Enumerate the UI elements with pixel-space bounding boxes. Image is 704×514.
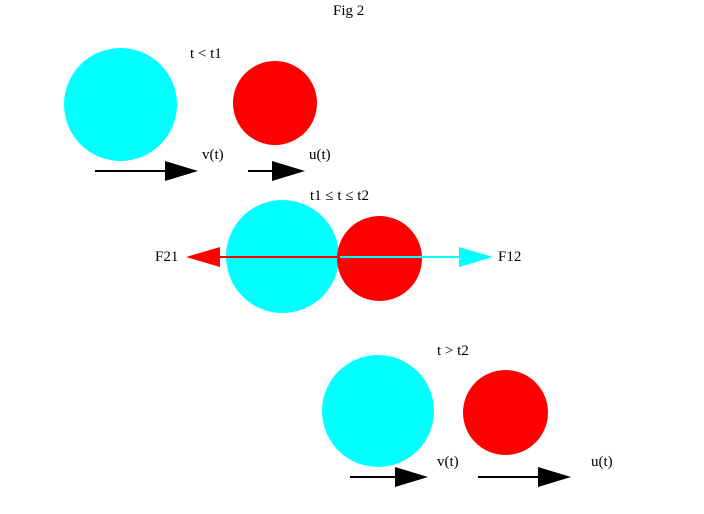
force-f12-arrowhead-icon [459, 247, 493, 267]
ball-red-during [337, 216, 422, 301]
figure-title: Fig 2 [333, 3, 365, 19]
velocity-u-arrow-line-after [478, 476, 542, 478]
ball-red-before [233, 61, 317, 145]
velocity-v-arrowhead-icon-after [395, 467, 428, 487]
ball-cyan-before [64, 48, 177, 161]
force-f21-arrow-line [217, 256, 340, 258]
ball-red-after [463, 370, 548, 455]
ball-cyan-after [322, 355, 434, 467]
velocity-v-arrowhead-icon-before [165, 161, 198, 181]
velocity-v-arrow-line-before [95, 170, 170, 172]
velocity-u-arrowhead-icon-before [272, 161, 305, 181]
force-f12-arrow-line [340, 256, 460, 258]
force-f21-arrowhead-icon [186, 247, 220, 267]
velocity-u-arrow-line-before [248, 170, 276, 172]
force-f21-label: F21 [155, 249, 179, 265]
velocity-u-label-after: u(t) [591, 454, 613, 470]
stage-during-label: t1 ≤ t ≤ t2 [310, 188, 369, 204]
velocity-u-arrowhead-icon-after [538, 467, 571, 487]
force-f12-label: F12 [498, 249, 522, 265]
velocity-v-arrow-line-after [350, 476, 400, 478]
velocity-v-label-after: v(t) [437, 454, 459, 470]
stage-before-label: t < t1 [190, 46, 222, 62]
velocity-u-label-before: u(t) [309, 147, 331, 163]
velocity-v-label-before: v(t) [202, 147, 224, 163]
stage-after-label: t > t2 [437, 343, 469, 359]
